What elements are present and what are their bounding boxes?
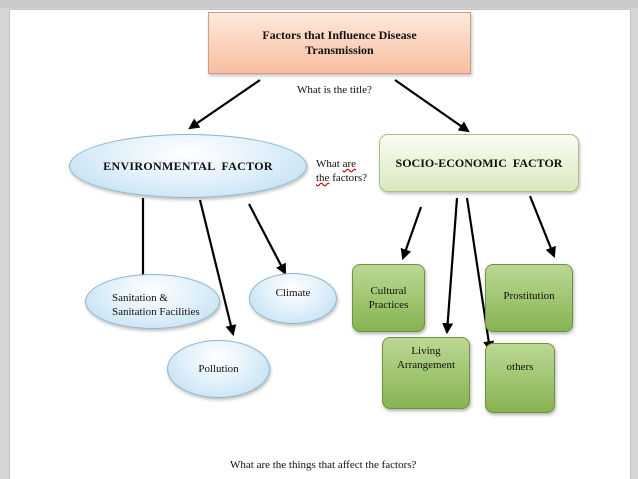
prostitution-label: Prostitution bbox=[503, 290, 555, 302]
sanitation-line2: Sanitation Facilities bbox=[112, 306, 200, 318]
slide-top-strip bbox=[0, 0, 638, 8]
question-factors-are: are bbox=[342, 158, 357, 170]
socio-economic-factor-label: SOCIO-ECONOMIC FACTOR bbox=[395, 156, 563, 170]
question-factors: What are the factors? bbox=[316, 157, 367, 185]
pollution-label: Pollution bbox=[198, 363, 239, 375]
climate-node: Climate bbox=[249, 273, 337, 324]
socio-economic-factor-node: SOCIO-ECONOMIC FACTOR bbox=[379, 134, 579, 192]
others-node: others bbox=[485, 343, 555, 413]
question-things: What are the things that affect the fact… bbox=[230, 459, 417, 471]
question-factors-pre: What bbox=[316, 158, 343, 170]
living-line2: Arrangement bbox=[396, 359, 456, 371]
environmental-factor-node: ENVIRONMENTAL FACTOR bbox=[69, 134, 307, 198]
others-label: others bbox=[506, 361, 534, 373]
living-line1: Living bbox=[411, 345, 441, 357]
diagram-title-box: Factors that Influence Disease Transmiss… bbox=[208, 12, 471, 74]
environmental-factor-label: ENVIRONMENTAL FACTOR bbox=[103, 159, 273, 173]
sanitation-node: Sanitation & Sanitation Facilities bbox=[85, 274, 220, 329]
question-factors-the: the bbox=[316, 172, 330, 184]
question-title: What is the title? bbox=[297, 84, 372, 96]
diagram-title-line2: Transmission bbox=[305, 43, 374, 57]
pollution-node: Pollution bbox=[167, 340, 270, 398]
question-factors-post: factors? bbox=[329, 172, 368, 184]
living-arrangement-node: Living Arrangement bbox=[382, 337, 470, 409]
prostitution-node: Prostitution bbox=[485, 264, 573, 332]
diagram-title-line1: Factors that Influence Disease bbox=[262, 28, 417, 42]
cultural-practices-node: Cultural Practices bbox=[352, 264, 425, 332]
cultural-line2: Practices bbox=[368, 299, 409, 311]
sanitation-line1: Sanitation & bbox=[112, 292, 168, 304]
climate-label: Climate bbox=[275, 287, 311, 299]
cultural-line1: Cultural bbox=[370, 285, 407, 297]
